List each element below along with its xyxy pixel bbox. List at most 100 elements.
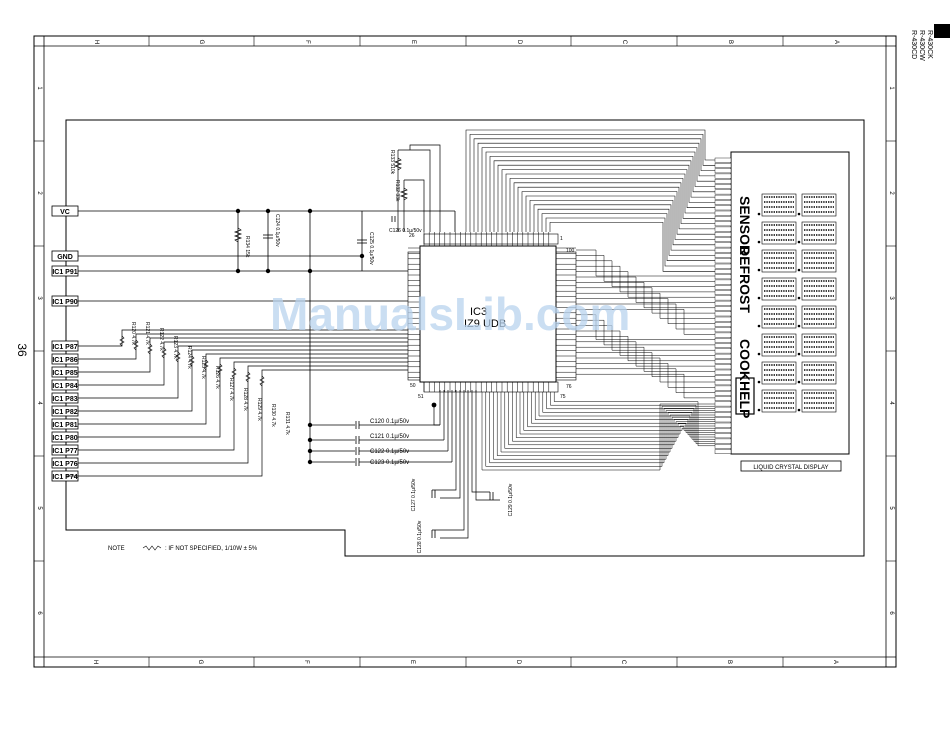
lcd-terminal-12 — [714, 221, 732, 227]
grid-ticks — [34, 36, 896, 667]
lcd-digit-2-0 — [761, 249, 797, 273]
lcd-digit-6-1 — [801, 361, 837, 385]
lcd-terminal-17 — [714, 247, 732, 253]
lcd-digit-7-0 — [761, 389, 797, 413]
ic-bottom-pad-row — [423, 381, 559, 393]
bus-bottom-trace-10 — [519, 392, 715, 435]
connector-ic1-p77: IC1 P77 — [51, 444, 79, 456]
port-line-9 — [78, 365, 408, 464]
lcd-digit-3-0 — [761, 277, 797, 301]
port-resistor-zigzag-9 — [245, 371, 251, 383]
ic-pin-label-75: 75 — [560, 394, 566, 400]
grid-number-left-1: 1 — [36, 86, 42, 90]
bus-right-trace-18 — [576, 346, 715, 372]
svg-text:IC1 P87: IC1 P87 — [52, 344, 77, 351]
port-line-0 — [78, 329, 408, 347]
model-labels: R-430CK R-430CW R-430CD — [910, 30, 933, 61]
capacitor-c120: C120 0.1µ/50v — [310, 419, 440, 429]
model-label-2: R-430CW — [918, 30, 925, 61]
ic3-pins — [407, 232, 577, 393]
bus-top-trace-13 — [517, 186, 715, 232]
grid-number-right-2: 2 — [888, 191, 894, 195]
bus-right-trace-6 — [576, 282, 715, 309]
lcd-terminal-39 — [714, 364, 732, 370]
grid-number-right-3: 3 — [888, 296, 894, 300]
bus-top-trace-18 — [537, 208, 715, 256]
grid-number-right-4: 4 — [888, 401, 894, 405]
lcd-terminal-48 — [714, 412, 732, 417]
lcd-terminal-0 — [714, 157, 732, 163]
bus-right-trace-5 — [576, 276, 715, 303]
port-line-6 — [78, 353, 408, 425]
port-line-4 — [78, 345, 408, 399]
svg-text:IC1 P83: IC1 P83 — [52, 396, 77, 403]
ic-right-pad-row — [555, 251, 577, 381]
ic-pin-label-50: 50 — [410, 383, 416, 389]
lcd-caption: LIQUID CRYSTAL DISPLAY — [740, 460, 842, 472]
bus-top-trace-7 — [493, 160, 715, 232]
capacitor-c126: C126 0.1µ/50v — [389, 216, 422, 234]
svg-text:C129 0.1µ/50v: C129 0.1µ/50v — [508, 483, 514, 516]
grid-number-right-5: 5 — [888, 506, 894, 510]
grid-letter-bottom-h: H — [92, 660, 98, 664]
svg-text:IC1 P76: IC1 P76 — [52, 461, 77, 468]
grid-letter-top-h: H — [93, 40, 99, 44]
lcd-terminal-22 — [714, 274, 732, 280]
connector-ic1-p76: IC1 P76 — [51, 457, 79, 469]
bus-top-trace-9 — [501, 169, 715, 232]
ic-pin-label-51: 51 — [418, 394, 424, 400]
lcd-terminal-53 — [714, 438, 732, 444]
lcd-module: SENSOR DEFROST COOK HELP — [714, 151, 850, 455]
lcd-terminal-31 — [714, 322, 732, 327]
port-resistor-zigzag-10 — [259, 375, 265, 387]
lcd-decimal-dot-5-0 — [757, 352, 761, 356]
lcd-terminal-35 — [714, 343, 732, 349]
svg-text:C128 0.1µ/50v: C128 0.1µ/50v — [417, 520, 423, 553]
port-resistor-zigzag-0 — [119, 335, 125, 347]
grid-letter-top-e: E — [410, 40, 416, 44]
connector-ic1-p84: IC1 P84 — [51, 379, 79, 391]
lcd-decimal-dot-2-0 — [757, 268, 761, 272]
lcd-word-cook: COOK — [737, 339, 753, 381]
svg-text:IC1 P85: IC1 P85 — [52, 370, 77, 377]
lcd-word-sensor: SENSOR — [737, 196, 753, 255]
ic3-microcontroller: 26 1 100 50 51 75 76 IC3 IZ9 UDB — [407, 232, 577, 400]
connector-ic1-p82: IC1 P82 — [51, 405, 79, 417]
bus-right-trace-1 — [576, 255, 715, 282]
lcd-terminals — [714, 157, 732, 455]
lcd-decimal-dot-1-0 — [757, 240, 761, 244]
svg-text:C120 0.1µ/50v: C120 0.1µ/50v — [370, 419, 409, 425]
lcd-digit-0-0 — [761, 193, 797, 217]
bus-bottom-trace-1 — [485, 392, 715, 467]
lcd-decimal-dot-5-1 — [797, 352, 801, 356]
bus-top-trace-19 — [541, 213, 715, 261]
svg-text:IC1 P81: IC1 P81 — [52, 422, 77, 429]
lcd-decimal-dot-7-1 — [797, 408, 801, 412]
corner-tab — [934, 24, 950, 38]
port-resistor-zigzag-1 — [133, 339, 139, 351]
bus-traces-right — [576, 249, 715, 399]
connector-ic1-p80: IC1 P80 — [51, 431, 79, 443]
ic-pin-label-26: 26 — [409, 233, 415, 239]
lcd-decimal-dot-2-1 — [797, 268, 801, 272]
lcd-terminal-4 — [714, 178, 732, 184]
lcd-help-box — [735, 377, 755, 415]
bus-right-trace-14 — [576, 325, 715, 351]
capacitor-c128: C128 0.1µ/50v — [417, 520, 436, 553]
bus-top-trace-12 — [513, 182, 715, 232]
ic-pin-label-100: 100 — [566, 248, 575, 254]
grid-letter-bottom-f: F — [303, 660, 309, 664]
svg-text:IC1 P80: IC1 P80 — [52, 435, 77, 442]
connector-ic1-p85: IC1 P85 — [51, 366, 79, 378]
lcd-decimal-dot-0-1 — [797, 212, 801, 216]
grid-letter-top-d: D — [516, 40, 522, 45]
svg-text:IC1 P86: IC1 P86 — [52, 357, 77, 364]
bus-bottom-trace-16 — [542, 392, 715, 440]
bus-right-trace-12 — [576, 314, 715, 340]
bus-right-trace-20 — [576, 357, 715, 383]
grid-letter-bottom-e: E — [409, 660, 415, 664]
lcd-terminal-40 — [714, 369, 732, 375]
bus-bottom-trace-15 — [538, 392, 715, 438]
capacitor-c122: C122 0.1µ/50v — [310, 447, 448, 455]
